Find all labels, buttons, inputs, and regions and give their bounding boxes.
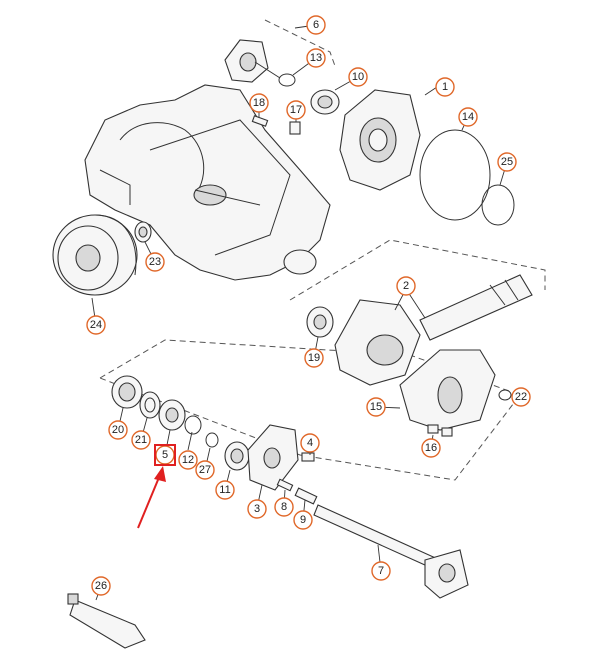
differential-ring-gear bbox=[334, 274, 533, 386]
svg-text:11: 11 bbox=[219, 484, 230, 496]
dashed-group-outlines bbox=[99, 19, 546, 481]
svg-text:10: 10 bbox=[352, 71, 364, 83]
callout-11: 11 bbox=[215, 480, 235, 500]
svg-text:12: 12 bbox=[182, 454, 194, 466]
callout-16: 16 bbox=[421, 438, 441, 458]
svg-text:14: 14 bbox=[462, 111, 474, 123]
callout-9: 9 bbox=[293, 510, 313, 530]
callout-1: 1 bbox=[435, 77, 455, 97]
svg-text:7: 7 bbox=[378, 565, 384, 577]
output-flange-top bbox=[224, 39, 281, 83]
callout-25: 25 bbox=[497, 152, 517, 172]
seal-19 bbox=[306, 306, 334, 338]
svg-text:1: 1 bbox=[442, 81, 448, 93]
callout-17: 17 bbox=[286, 100, 306, 120]
differential-cover bbox=[399, 349, 496, 431]
callout-4: 4 bbox=[300, 433, 320, 453]
bolt-18 bbox=[251, 115, 269, 127]
callout-12: 12 bbox=[178, 450, 198, 470]
svg-text:27: 27 bbox=[199, 464, 211, 476]
seal-5 bbox=[158, 399, 186, 431]
ring-12 bbox=[184, 415, 202, 435]
svg-text:26: 26 bbox=[95, 580, 107, 592]
shaft-9 bbox=[294, 487, 318, 505]
callout-13: 13 bbox=[306, 48, 326, 68]
callout-23: 23 bbox=[145, 252, 165, 272]
svg-text:15: 15 bbox=[370, 401, 382, 413]
shaft-8 bbox=[276, 478, 294, 492]
callout-6: 6 bbox=[306, 15, 326, 35]
svg-text:6: 6 bbox=[313, 19, 319, 31]
callout-26: 26 bbox=[91, 576, 111, 596]
svg-text:3: 3 bbox=[254, 503, 260, 515]
svg-text:9: 9 bbox=[300, 514, 306, 526]
svg-text:2: 2 bbox=[403, 280, 409, 292]
callout-14: 14 bbox=[458, 107, 478, 127]
callout-21: 21 bbox=[131, 430, 151, 450]
svg-text:22: 22 bbox=[515, 391, 527, 403]
transmission-housing bbox=[84, 84, 331, 281]
seal-10 bbox=[310, 89, 340, 115]
sealant-tube-26 bbox=[67, 593, 146, 649]
callout-3: 3 bbox=[247, 499, 267, 519]
svg-text:23: 23 bbox=[149, 256, 161, 268]
o-ring-13 bbox=[278, 73, 296, 87]
small-seal bbox=[134, 221, 152, 243]
bearing-housing-cover bbox=[339, 89, 421, 191]
callout-24: 24 bbox=[86, 315, 106, 335]
svg-text:24: 24 bbox=[90, 319, 102, 331]
svg-text:8: 8 bbox=[281, 501, 287, 513]
svg-text:21: 21 bbox=[135, 434, 147, 446]
bearing-11 bbox=[224, 441, 250, 471]
ring-27 bbox=[205, 432, 219, 448]
svg-text:18: 18 bbox=[253, 97, 265, 109]
callout-19: 19 bbox=[304, 348, 324, 368]
callout-20: 20 bbox=[108, 420, 128, 440]
small-ring-22 bbox=[498, 389, 512, 401]
spacer-21 bbox=[139, 391, 161, 419]
bolt-4 bbox=[301, 452, 315, 462]
bolt-17 bbox=[289, 121, 301, 135]
cover-plate-3 bbox=[247, 424, 299, 491]
o-ring-14 bbox=[419, 129, 491, 221]
svg-text:16: 16 bbox=[425, 442, 437, 454]
callout-8: 8 bbox=[274, 497, 294, 517]
plug-16 bbox=[427, 424, 453, 437]
callout-22: 22 bbox=[511, 387, 531, 407]
flange-cover bbox=[52, 214, 138, 296]
callout-18: 18 bbox=[249, 93, 269, 113]
svg-text:19: 19 bbox=[308, 352, 320, 364]
svg-text:25: 25 bbox=[501, 156, 513, 168]
callout-7: 7 bbox=[371, 561, 391, 581]
o-ring-25 bbox=[481, 184, 515, 226]
svg-text:17: 17 bbox=[290, 104, 302, 116]
svg-text:13: 13 bbox=[310, 52, 322, 64]
callout-27: 27 bbox=[195, 460, 215, 480]
callout-2: 2 bbox=[396, 276, 416, 296]
callout-15: 15 bbox=[366, 397, 386, 417]
highlight-arrow bbox=[137, 466, 166, 529]
callout-10: 10 bbox=[348, 67, 368, 87]
callout-5: 5 bbox=[155, 445, 175, 465]
bearing-20 bbox=[111, 375, 143, 409]
svg-text:4: 4 bbox=[307, 437, 313, 449]
svg-text:5: 5 bbox=[162, 449, 168, 461]
svg-text:20: 20 bbox=[112, 424, 124, 436]
drive-shaft-7 bbox=[313, 504, 469, 599]
highlight-box bbox=[154, 444, 176, 466]
